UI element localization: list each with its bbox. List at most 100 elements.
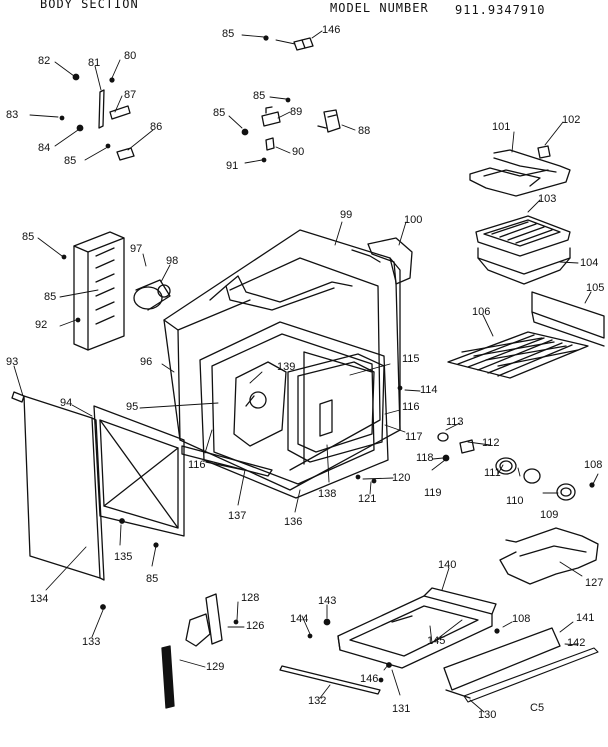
part-label: 87 (124, 89, 137, 101)
strip-139 (445, 689, 471, 699)
bracket-87 (109, 105, 131, 120)
part-label: 95 (126, 401, 139, 413)
part-label: 129 (206, 661, 225, 673)
part-label: 140 (438, 559, 457, 571)
part-label: 118 (416, 452, 434, 464)
model-label: MODEL NUMBER (330, 1, 429, 15)
part-label: 131 (392, 703, 411, 715)
cabinet-99 (163, 229, 401, 491)
part-label: 90 (292, 146, 305, 158)
bracket-81 (98, 89, 105, 129)
part-label: 85 (146, 573, 159, 585)
lamp-socket-113 (437, 432, 449, 442)
part-label: 86 (150, 121, 163, 133)
part-label: 96 (140, 356, 153, 368)
rail-133 (181, 445, 273, 477)
part-label: 144 (290, 613, 309, 625)
part-label: 142 (567, 637, 586, 649)
door-panel-134 (233, 361, 287, 447)
part-label: 85 (253, 90, 266, 102)
part-label: 115 (402, 353, 420, 365)
part-label: 104 (580, 257, 599, 269)
part-label: 134 (30, 593, 49, 605)
oven-liner-95 (199, 321, 389, 499)
motor-97 (133, 279, 171, 311)
part-label: 112 (482, 437, 500, 449)
part-label: 136 (284, 516, 303, 528)
broil-pan-104 (477, 247, 571, 285)
model-number: 911.9347910 (455, 3, 546, 17)
part-label: 120 (392, 472, 411, 484)
lens-112 (459, 439, 517, 475)
part-label: 110 (506, 495, 524, 507)
part-label: 85 (64, 155, 77, 167)
side-panel-92 (73, 231, 125, 351)
drawer-front-137 (443, 627, 561, 691)
part-label: 108 (512, 613, 531, 625)
part-label: 85 (44, 291, 57, 303)
bake-element-122 (499, 527, 599, 585)
part-label: 105 (586, 282, 605, 294)
drawer-136 (337, 587, 497, 669)
ring-110 (523, 468, 541, 484)
part-label: 133 (82, 636, 101, 648)
part-label: 93 (6, 356, 19, 368)
hardware (59, 35, 595, 683)
part-label: 89 (290, 106, 303, 118)
part-label: 145 (427, 635, 446, 647)
part-label: 141 (576, 612, 595, 624)
clip-102 (537, 145, 551, 159)
part-label: 126 (246, 620, 265, 632)
bracket-86 (116, 147, 135, 161)
inner-door-117 (287, 353, 385, 463)
part-label: 100 (404, 214, 423, 226)
section-title: BODY SECTION (40, 0, 139, 11)
part-label: 116 (402, 401, 420, 413)
part-label: 101 (492, 121, 511, 133)
part-label: 80 (124, 50, 137, 62)
part-label: 84 (38, 142, 51, 154)
part-label: 94 (60, 397, 73, 409)
part-label: 103 (538, 193, 557, 205)
clip-89 (261, 106, 281, 127)
part-label: 109 (540, 509, 559, 521)
bar-128 (161, 645, 175, 709)
part-label: 108 (584, 459, 603, 471)
part-label: 135 (114, 551, 133, 563)
part-label: 130 (478, 709, 497, 721)
part-label: 128 (241, 592, 260, 604)
bracket-100 (367, 237, 413, 285)
trim-93 (11, 391, 25, 403)
bracket-145 (293, 37, 314, 51)
part-label: 85 (22, 231, 35, 243)
broil-pan-103 (475, 215, 571, 257)
part-label: 137 (228, 510, 247, 522)
part-label: 81 (88, 57, 101, 69)
ring-109 (556, 483, 576, 501)
trim-138 (463, 647, 599, 703)
hinge-126 (185, 593, 223, 647)
latch-88 (317, 109, 341, 133)
part-label: 132 (308, 695, 327, 707)
part-label: 146 (360, 673, 379, 685)
part-label: 82 (38, 55, 51, 67)
broil-element-101 (469, 149, 571, 197)
bulb-135 (319, 399, 333, 437)
part-label: 99 (340, 209, 353, 221)
part-label: 106 (472, 306, 491, 318)
bracket-90 (265, 137, 275, 151)
part-label: 127 (585, 577, 604, 589)
part-label: 111 (484, 467, 501, 479)
part-label: 121 (358, 493, 377, 505)
rack-106 (447, 331, 589, 379)
door-frame-94 (93, 405, 185, 537)
part-label: 102 (562, 114, 581, 126)
strip-141 (279, 665, 381, 695)
part-label: 83 (6, 109, 19, 121)
part-label: 92 (35, 319, 48, 331)
part-label: 98 (166, 255, 179, 267)
part-label: 88 (358, 125, 371, 137)
part-label: 85 (222, 28, 235, 40)
part-label: 114 (420, 384, 438, 396)
